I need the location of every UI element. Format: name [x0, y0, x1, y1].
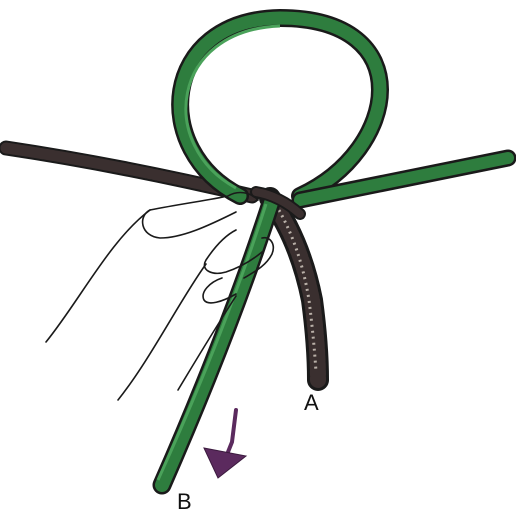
end-label-b: B	[177, 491, 192, 513]
arrow-down-icon	[204, 410, 246, 478]
green-rope-loop	[180, 18, 380, 196]
green-rope-end-b	[158, 200, 272, 485]
end-label-a: A	[304, 392, 319, 414]
dark-rope-end-a	[270, 198, 318, 380]
